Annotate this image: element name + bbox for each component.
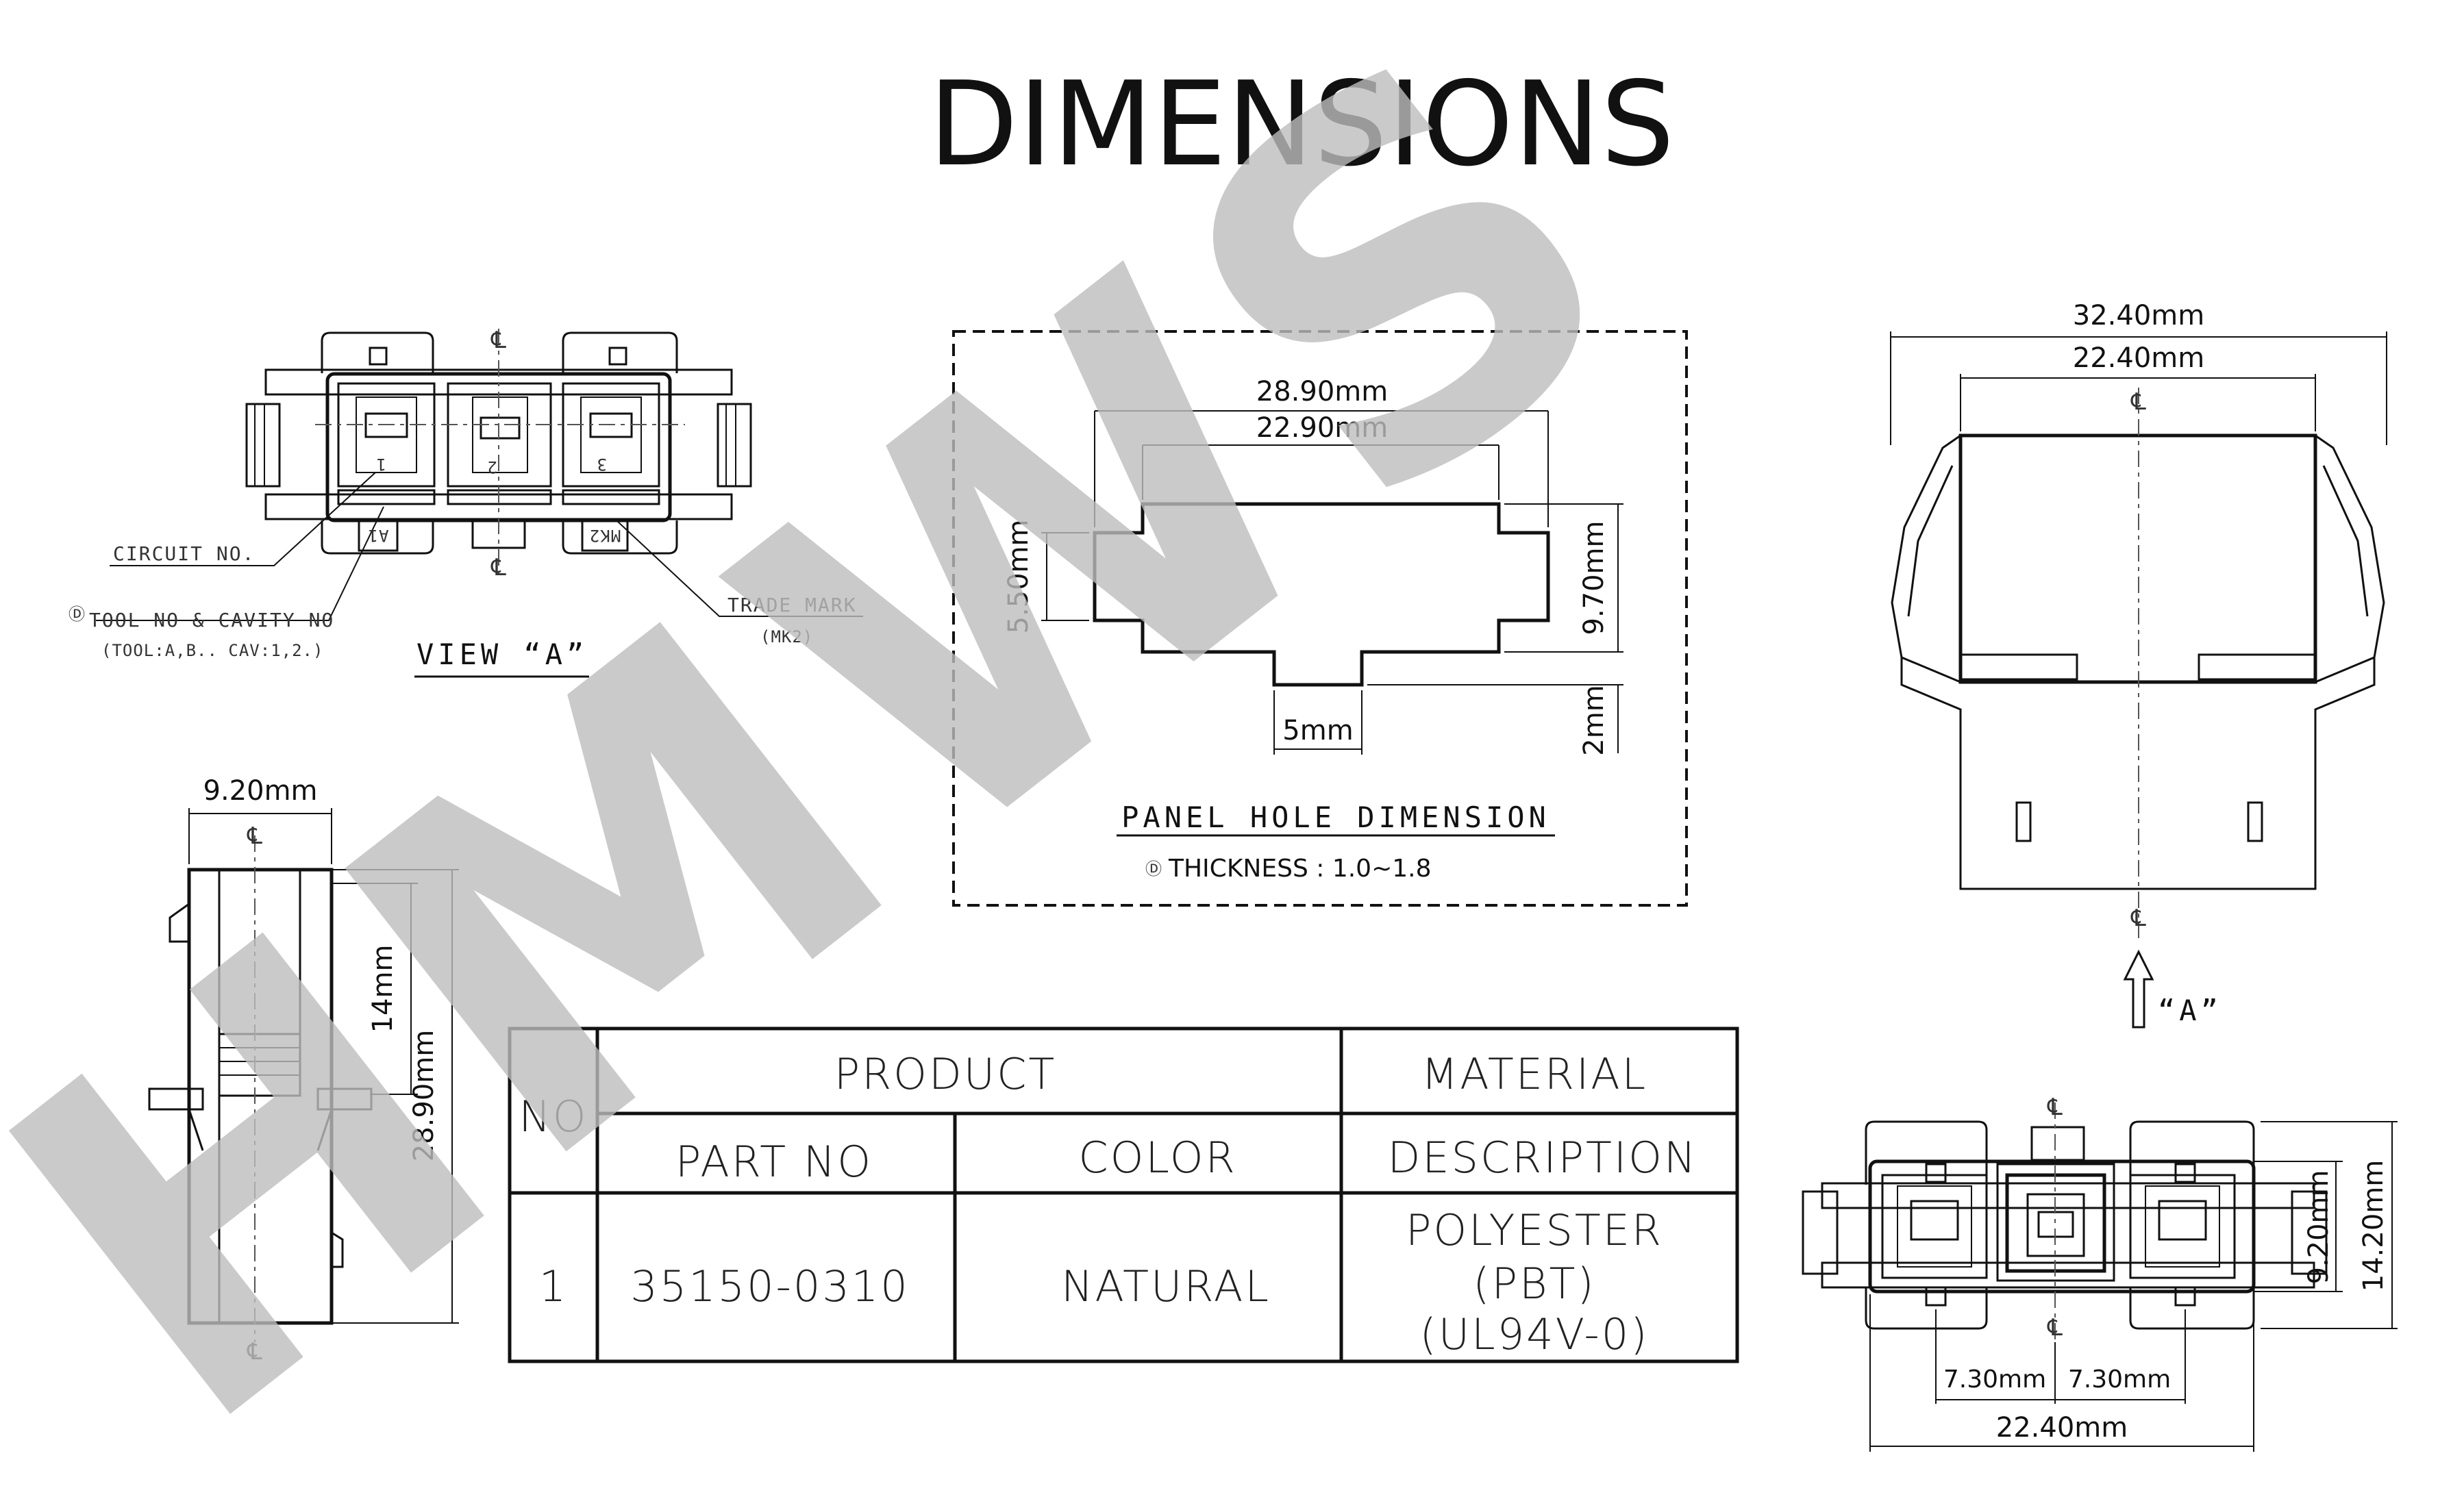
centerline-label: ℄ bbox=[2130, 905, 2146, 932]
bottom-view-drawing bbox=[1802, 1103, 2398, 1452]
view-arrow-label: “A” bbox=[2158, 994, 2222, 1027]
view-a-label: VIEW “A” bbox=[416, 638, 588, 671]
row-description-line: POLYESTER bbox=[1406, 1205, 1663, 1255]
mark-mk2-label: MK2 bbox=[589, 526, 621, 545]
table-header-part-no: PART NO bbox=[675, 1137, 873, 1187]
trade-mark-label: TRADE MARK bbox=[727, 594, 857, 616]
dim-bottom-total: 22.40mm bbox=[1996, 1412, 2128, 1444]
product-table bbox=[508, 1026, 1739, 1363]
dim-right-height: 9.70mm bbox=[1578, 521, 1610, 635]
dim-pitch-left: 7.30mm bbox=[1943, 1365, 2046, 1394]
circuit-no-label: CIRCUIT NO. bbox=[113, 542, 255, 565]
row-part-no: 35150-0310 bbox=[630, 1261, 909, 1311]
centerline-label: ℄ bbox=[490, 327, 506, 354]
dim-outer-width: 28.90mm bbox=[1256, 376, 1388, 407]
view-a-drawing bbox=[96, 329, 863, 678]
page-title: DIMENSIONS bbox=[928, 57, 1674, 192]
table-row: 1 35150-0310 NATURAL POLYESTER (PBT) (UL… bbox=[539, 1205, 1663, 1359]
row-color: NATURAL bbox=[1061, 1261, 1271, 1311]
centerline-label: ℄ bbox=[2047, 1094, 2063, 1121]
mark-a1-label: A1 bbox=[368, 526, 389, 545]
dim-side-partial: 14mm bbox=[367, 945, 399, 1033]
tool-detail-label: (TOOL:A,B.. CAV:1,2.) bbox=[101, 641, 323, 660]
centerline-label: ℄ bbox=[2130, 388, 2146, 416]
row-description-line: (UL94V-0) bbox=[1420, 1309, 1650, 1359]
table-header-description: DESCRIPTION bbox=[1388, 1133, 1698, 1183]
dim-bottom-height-outer: 14.20mm bbox=[2358, 1160, 2389, 1292]
tool-no-label: TOOL NO & CAVITY NO bbox=[89, 609, 334, 631]
table-header-material: MATERIAL bbox=[1421, 1049, 1647, 1099]
centerline-label: ℄ bbox=[490, 554, 506, 581]
dim-pitch-right: 7.30mm bbox=[2068, 1365, 2171, 1394]
thickness-icon: Ⓓ bbox=[1145, 859, 1162, 879]
pin-2-label: 2 bbox=[487, 457, 497, 477]
centerline-label: ℄ bbox=[2047, 1314, 2063, 1341]
table-header-no: NO bbox=[519, 1092, 588, 1142]
side-view-drawing bbox=[148, 808, 459, 1342]
panel-hole-drawing bbox=[952, 330, 1688, 907]
panel-hole-label: PANEL HOLE DIMENSION bbox=[1121, 801, 1550, 834]
row-no: 1 bbox=[539, 1261, 568, 1311]
trade-mark-detail: (MK2) bbox=[760, 627, 813, 646]
dim-front-inner: 22.40mm bbox=[2073, 342, 2204, 374]
table-header-color: COLOR bbox=[1078, 1133, 1236, 1183]
tool-no-icon: Ⓓ bbox=[69, 605, 86, 624]
dim-bottom-height-inner: 9.20mm bbox=[2303, 1170, 2335, 1285]
dim-front-outer: 32.40mm bbox=[2073, 300, 2204, 331]
thickness-label: THICKNESS : 1.0~1.8 bbox=[1168, 855, 1431, 883]
dim-side-width: 9.20mm bbox=[203, 775, 318, 807]
dim-side-height: 28.90mm bbox=[408, 1030, 440, 1161]
centerline-label: ℄ bbox=[247, 1338, 262, 1365]
dim-tab-height: 2mm bbox=[1578, 685, 1610, 755]
row-description-line: (PBT) bbox=[1473, 1259, 1595, 1309]
centerline-label: ℄ bbox=[247, 822, 262, 850]
pin-1-label: 1 bbox=[376, 455, 386, 474]
dim-inner-width: 22.90mm bbox=[1256, 412, 1388, 444]
front-view-drawing bbox=[1890, 331, 2387, 1029]
arrow-up-icon bbox=[2123, 949, 2154, 1029]
pin-3-label: 3 bbox=[597, 455, 607, 474]
table-header-product: PRODUCT bbox=[834, 1049, 1057, 1099]
dim-tab-width: 5mm bbox=[1282, 715, 1353, 746]
dim-left-height: 5.50mm bbox=[1003, 520, 1034, 634]
